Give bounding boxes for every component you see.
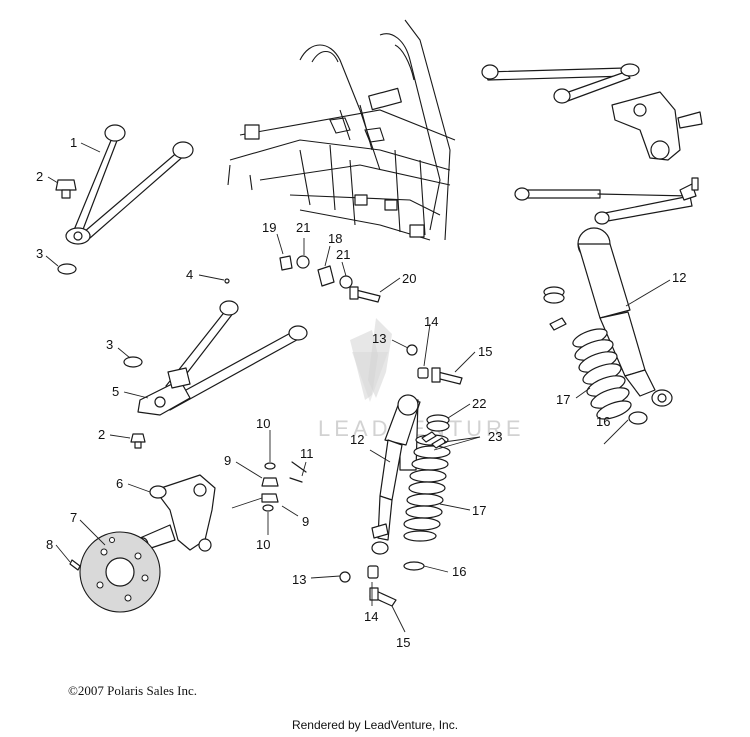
callout-1: 1 xyxy=(70,135,77,150)
callout-19: 19 xyxy=(262,220,276,235)
copyright-notice: ©2007 Polaris Sales Inc. xyxy=(68,683,198,698)
leadventure-watermark: LEADVENTURE xyxy=(318,318,521,441)
shock-absorber-center xyxy=(371,394,421,555)
shock-hardware-upper xyxy=(406,344,463,385)
callout-16-right: 16 xyxy=(596,414,610,429)
lower-a-arm xyxy=(137,300,308,416)
callout-7: 7 xyxy=(70,510,77,525)
callout-16-center: 16 xyxy=(452,564,466,579)
callout-12-right: 12 xyxy=(672,270,686,285)
coil-spring-center xyxy=(403,434,451,542)
callout-17-center: 17 xyxy=(472,503,486,518)
callout-14-top: 14 xyxy=(424,314,438,329)
rotor-bolt xyxy=(69,559,81,571)
upper-a-arm xyxy=(65,124,194,245)
callout-9-left: 9 xyxy=(224,453,231,468)
spring-retainer-right xyxy=(543,286,567,331)
callout-14-bottom: 14 xyxy=(364,609,378,624)
callout-10-bottom: 10 xyxy=(256,537,270,552)
callout-20: 20 xyxy=(402,271,416,286)
brake-disc xyxy=(79,531,161,613)
retaining-ring-lower xyxy=(123,356,143,368)
callout-9-right: 9 xyxy=(302,514,309,529)
callout-2-mid: 2 xyxy=(98,427,105,442)
callout-numbers: 1 2 3 4 3 5 2 6 7 8 10 9 11 9 10 19 21 1… xyxy=(36,135,686,650)
callout-15-top: 15 xyxy=(478,344,492,359)
spring-ring-right xyxy=(628,411,648,425)
callout-8: 8 xyxy=(46,537,53,552)
callout-6: 6 xyxy=(116,476,123,491)
frame-assembly xyxy=(227,19,456,241)
coil-spring-right xyxy=(572,328,632,420)
callout-10-top: 10 xyxy=(256,416,270,431)
callout-12-center: 12 xyxy=(350,432,364,447)
retaining-ring-upper xyxy=(57,263,77,275)
callout-21-right: 21 xyxy=(336,247,350,262)
callout-17-right: 17 xyxy=(556,392,570,407)
spindle xyxy=(137,474,216,553)
pivot-bushing-set xyxy=(279,255,381,303)
callout-5: 5 xyxy=(112,384,119,399)
callout-13-bottom: 13 xyxy=(292,572,306,587)
shock-absorber-right xyxy=(577,227,673,407)
callout-13-top: 13 xyxy=(372,331,386,346)
ball-joint-lower xyxy=(130,433,146,449)
callout-3-top: 3 xyxy=(36,246,43,261)
nut-washer-stack xyxy=(261,461,307,512)
leadventure-logo-icon xyxy=(350,318,392,402)
small-plug xyxy=(224,278,230,284)
top-right-a-arm-assembly xyxy=(481,63,703,225)
callout-2-top: 2 xyxy=(36,169,43,184)
callout-4: 4 xyxy=(186,267,193,282)
callout-22: 22 xyxy=(472,396,486,411)
callout-11: 11 xyxy=(300,446,314,461)
ball-joint-upper xyxy=(55,179,77,199)
spring-ring-center xyxy=(403,561,425,571)
leader-lines xyxy=(45,142,671,633)
callout-15-bottom: 15 xyxy=(396,635,410,650)
shock-hardware-lower xyxy=(339,565,397,607)
callout-21-left: 21 xyxy=(296,220,310,235)
callout-23: 23 xyxy=(488,429,502,444)
callout-18: 18 xyxy=(328,231,342,246)
rendered-by-credit: Rendered by LeadVenture, Inc. xyxy=(291,718,459,732)
callout-3-mid: 3 xyxy=(106,337,113,352)
